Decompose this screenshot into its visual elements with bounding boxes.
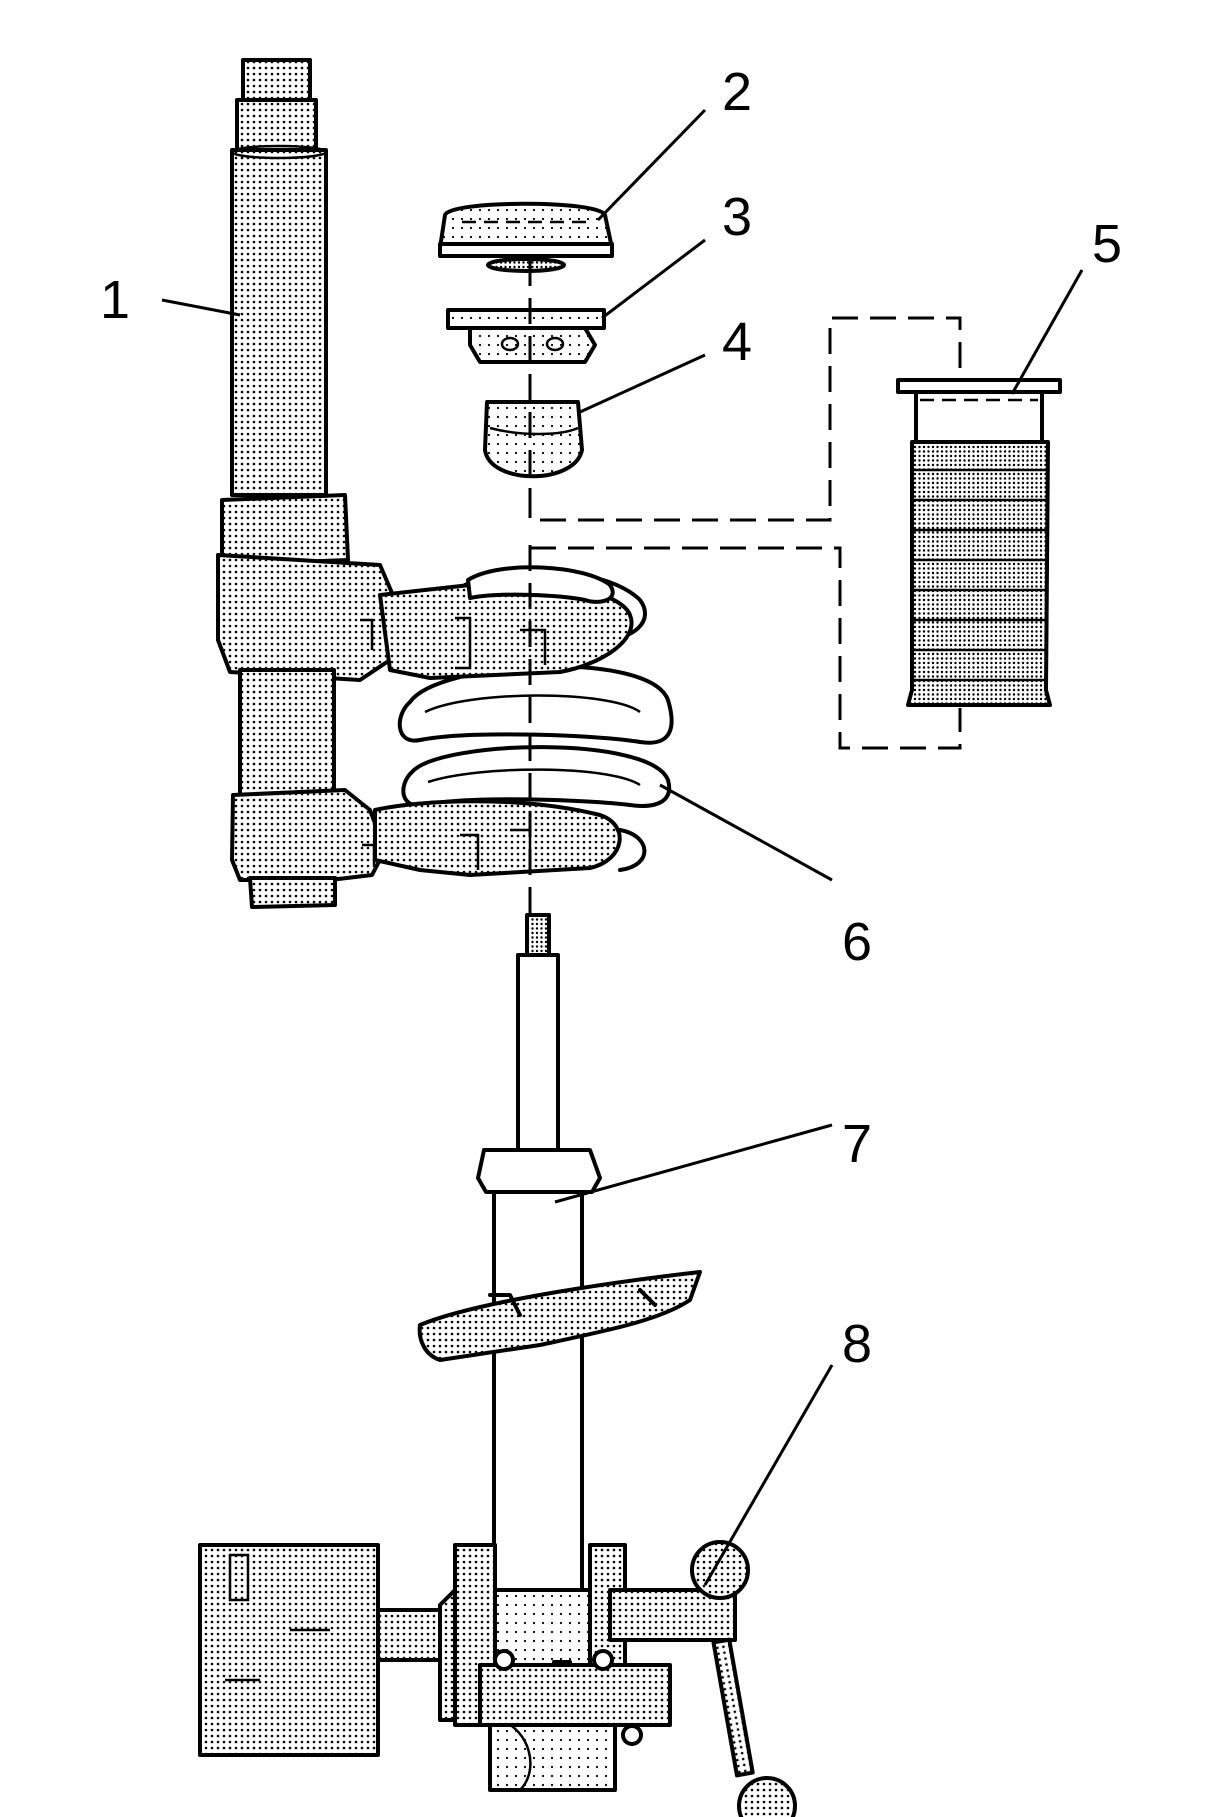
leader-lines [161,108,1084,1586]
coil-spring [373,565,674,877]
leader-1 [161,298,241,317]
callout-labels: 1 2 3 4 5 6 7 8 [100,62,1122,1374]
leader-7 [554,1123,833,1204]
callout-1: 1 [100,270,130,330]
strut-bearing [446,308,606,364]
leader-8 [703,1364,834,1586]
strut-holding-fixture [198,1540,797,1817]
callout-5: 5 [1092,214,1122,274]
assembly-center-lines [528,260,962,915]
leader-5 [1010,269,1084,395]
leader-3 [601,238,706,320]
spring-compressor-tool [216,58,397,909]
callout-3: 3 [722,187,752,247]
leader-6 [659,783,833,882]
strut-mount [438,201,614,273]
dust-boot [896,378,1062,707]
callout-8: 8 [842,1314,872,1374]
callout-2: 2 [722,62,752,122]
jounce-bumper [483,400,584,479]
callout-4: 4 [722,312,752,372]
dust-boot-pleats [910,468,1048,682]
leader-4 [579,353,706,414]
callout-6: 6 [842,912,872,972]
callout-7: 7 [842,1114,872,1174]
leader-2 [596,108,707,222]
